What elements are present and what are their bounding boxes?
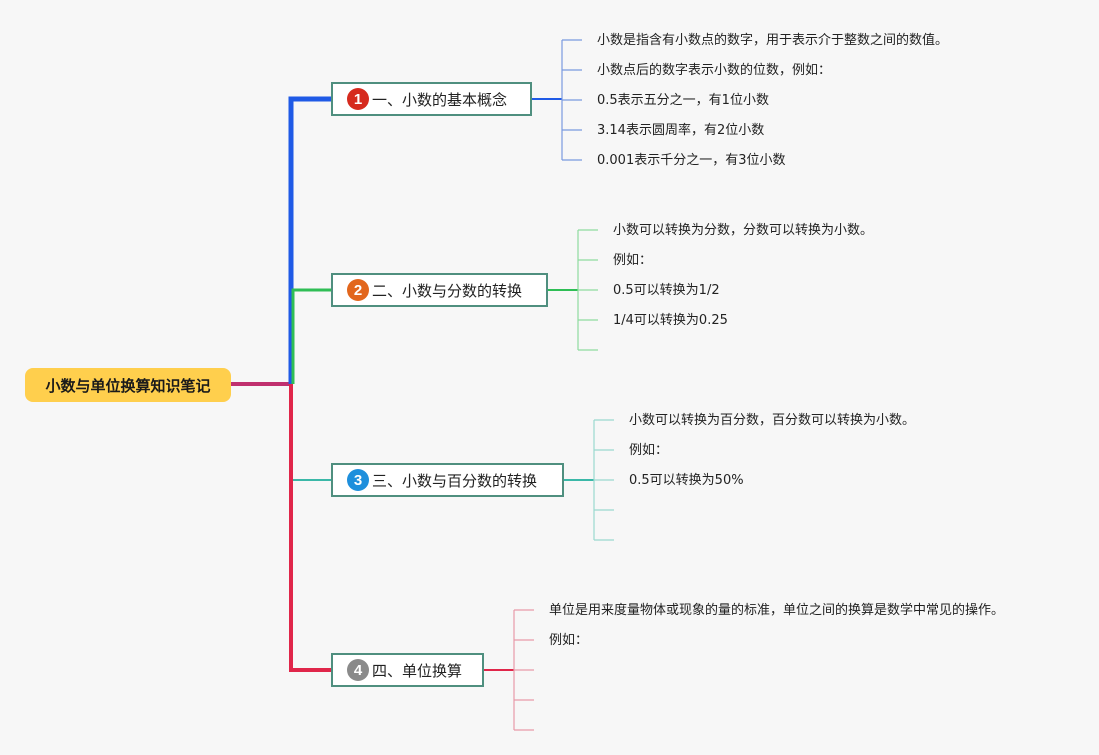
note-item[interactable]: 例如： [549, 633, 589, 648]
topic-label: 一、小数的基本概念 [372, 90, 508, 109]
topic-node-3[interactable]: 3 三、小数与百分数的转换 [331, 463, 564, 497]
branch-2-connector [291, 288, 331, 384]
note-item[interactable]: 小数是指含有小数点的数字，用于表示介于整数之间的数值。 [597, 33, 949, 48]
branch-3-connector [290, 384, 331, 481]
topic-node-1[interactable]: 1 一、小数的基本概念 [331, 82, 532, 116]
topic-node-4[interactable]: 4 四、单位换算 [331, 653, 484, 687]
number-badge-icon: 3 [347, 469, 369, 491]
note-item[interactable]: 0.5可以转换为1/2 [613, 283, 720, 298]
note-item[interactable]: 3.14表示圆周率，有2位小数 [597, 123, 765, 138]
note-item[interactable]: 小数点后的数字表示小数的位数，例如： [597, 63, 832, 78]
topic-node-2[interactable]: 2 二、小数与分数的转换 [331, 273, 548, 307]
note-item[interactable]: 0.5表示五分之一，有1位小数 [597, 93, 769, 108]
branch-4-connector [289, 384, 331, 672]
note-item[interactable]: 1/4可以转换为0.25 [613, 313, 728, 328]
note-item[interactable]: 例如： [629, 443, 669, 458]
topic-label: 三、小数与百分数的转换 [372, 471, 538, 490]
note-item[interactable]: 例如： [613, 253, 653, 268]
number-badge-icon: 2 [347, 279, 369, 301]
note-item[interactable]: 单位是用来度量物体或现象的量的标准，单位之间的换算是数学中常见的操作。 [549, 603, 1005, 618]
root-node[interactable]: 小数与单位换算知识笔记 [25, 368, 231, 402]
topic-label: 四、单位换算 [372, 661, 463, 680]
note-item[interactable]: 0.001表示千分之一，有3位小数 [597, 153, 786, 168]
root-title: 小数与单位换算知识笔记 [45, 376, 211, 395]
note-item[interactable]: 小数可以转换为百分数，百分数可以转换为小数。 [629, 413, 916, 428]
note-item[interactable]: 0.5可以转换为50% [629, 473, 744, 488]
branch-1-connector [288, 96, 331, 384]
number-badge-icon: 4 [347, 659, 369, 681]
note-item[interactable]: 小数可以转换为分数，分数可以转换为小数。 [613, 223, 874, 238]
topic-label: 二、小数与分数的转换 [372, 281, 523, 300]
number-badge-icon: 1 [347, 88, 369, 110]
